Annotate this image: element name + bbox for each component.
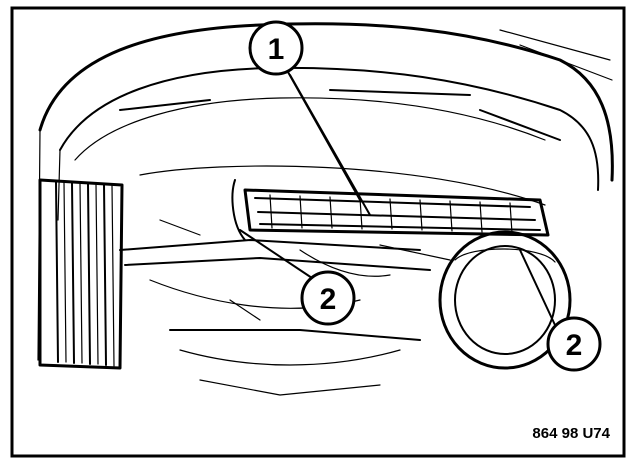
vehicle-bumper xyxy=(37,22,614,361)
crossmember-assembly xyxy=(231,179,550,241)
callout-2-right: 2 xyxy=(546,316,602,372)
callout-2-right-label: 2 xyxy=(566,329,583,362)
figure-frame xyxy=(10,6,626,458)
callout-2-left: 2 xyxy=(300,270,356,326)
figure-code: 864 98 U74 xyxy=(532,425,610,442)
suspension-arms xyxy=(119,219,451,396)
left-tire xyxy=(38,178,124,370)
callout-1-label: 1 xyxy=(268,33,285,66)
leader-lines xyxy=(239,71,556,326)
right-tire xyxy=(438,230,572,370)
callout-2-left-label: 2 xyxy=(320,283,337,316)
callout-1: 1 xyxy=(248,20,304,76)
